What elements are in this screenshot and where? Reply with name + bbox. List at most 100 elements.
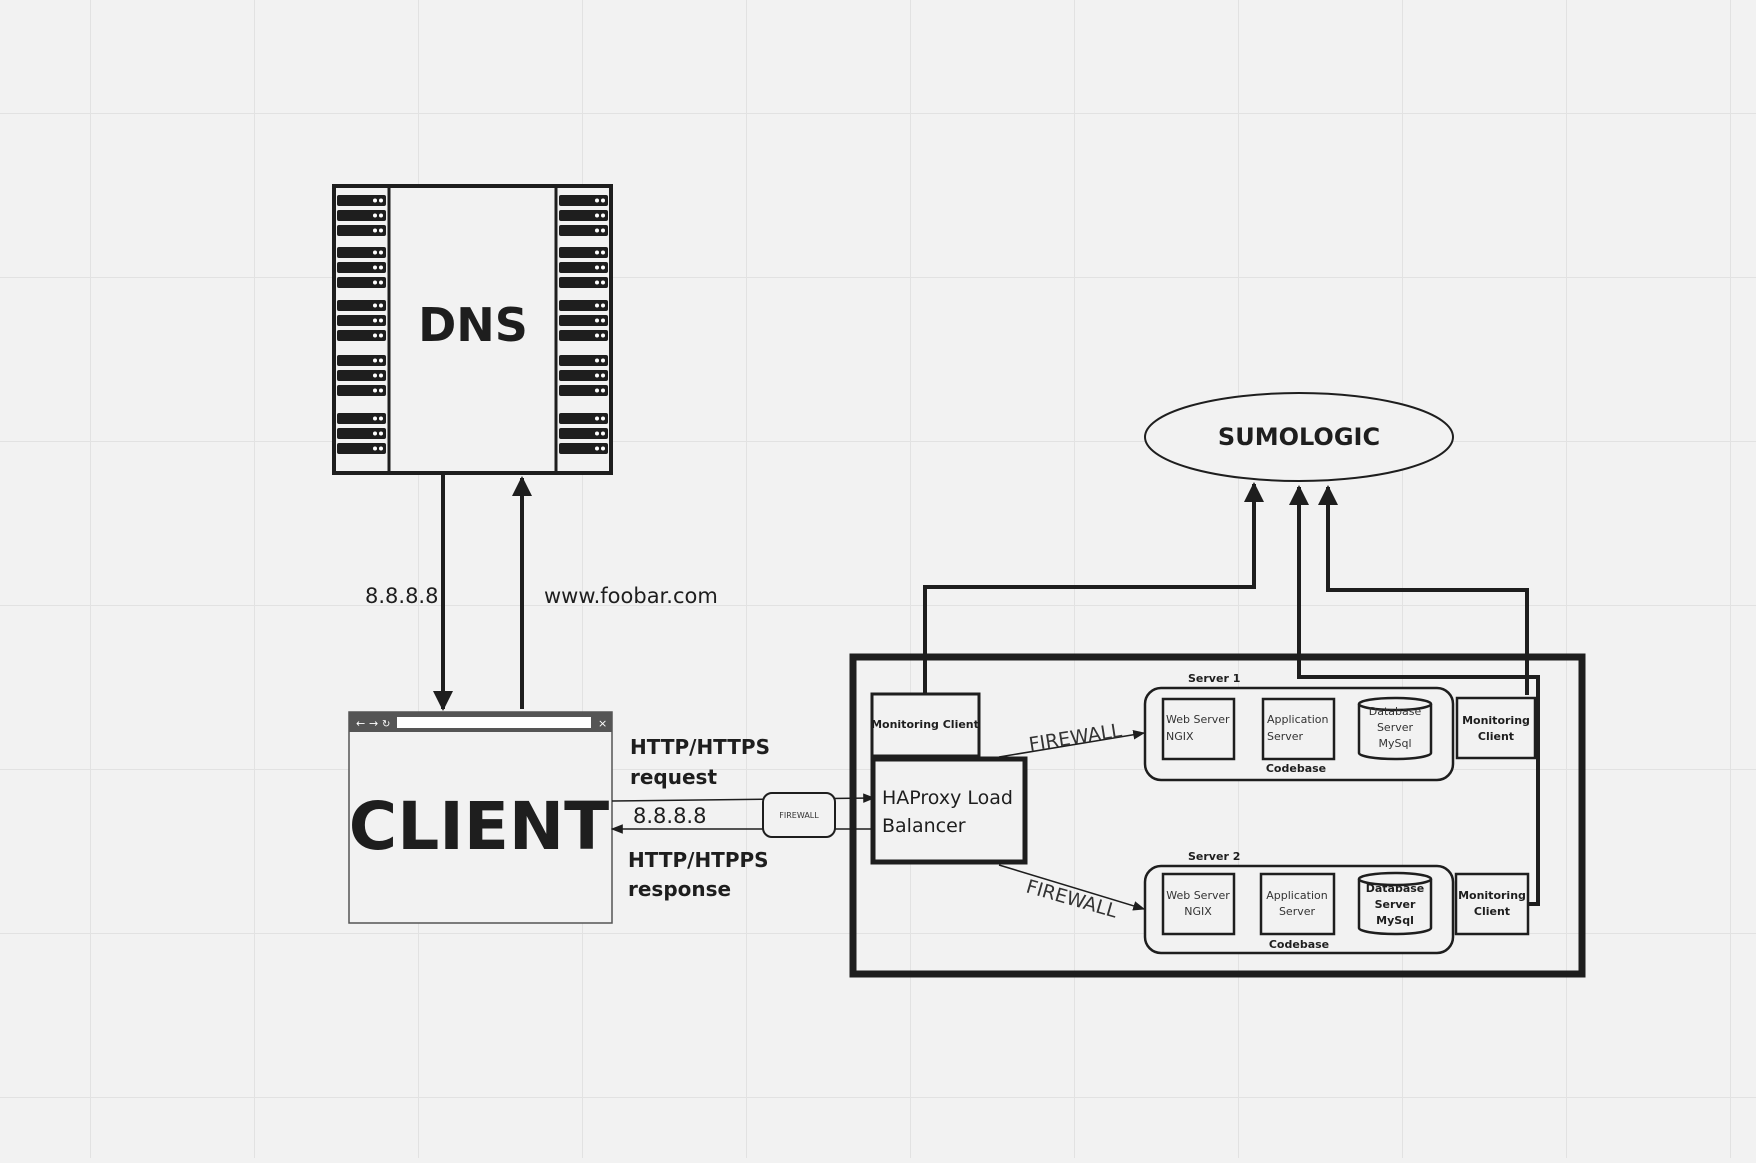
server2-application-server[interactable]: Application Server xyxy=(1259,872,1336,936)
rack-unit xyxy=(337,370,386,381)
rack-unit xyxy=(337,355,386,366)
lb-to-server2-arrow xyxy=(998,864,1146,911)
rack-led-icon xyxy=(595,198,599,203)
server2-database[interactable]: Database Server MySql xyxy=(1357,871,1433,936)
server1-app-line2: Server xyxy=(1267,730,1304,743)
rack-led-icon xyxy=(373,198,377,203)
rack-led-icon xyxy=(595,358,599,363)
rack-unit xyxy=(337,428,386,439)
rack-led-icon xyxy=(379,250,383,255)
rack-led-icon xyxy=(379,431,383,436)
rack-unit xyxy=(337,315,386,326)
rack-led-icon xyxy=(373,303,377,308)
server-1[interactable]: Server 1 Web Server NGIX Application Ser… xyxy=(1143,672,1455,782)
server2-title: Server 2 xyxy=(1188,850,1240,863)
server1-monitoring-client[interactable]: Monitoring Client xyxy=(1455,696,1537,760)
lb-to-server1-arrow xyxy=(998,730,1146,758)
firewall-bottom-label: FIREWALL xyxy=(1024,876,1120,923)
back-arrow-icon: ← xyxy=(356,717,365,730)
server1-application-server[interactable]: Application Server xyxy=(1261,697,1336,761)
client-label: CLIENT xyxy=(349,788,609,865)
rack-led-icon xyxy=(379,265,383,270)
server1-database[interactable]: Database Server MySql xyxy=(1357,696,1433,761)
server1-web-line1: Web Server xyxy=(1166,713,1230,726)
rack-unit xyxy=(559,385,608,396)
close-icon[interactable]: × xyxy=(598,717,607,730)
rack-led-icon xyxy=(373,213,377,218)
sumologic-label: SUMOLOGIC xyxy=(1218,423,1380,451)
rack-led-icon xyxy=(379,333,383,338)
rack-led-icon xyxy=(601,213,605,218)
rack-led-icon xyxy=(373,446,377,451)
rack-unit xyxy=(559,413,608,424)
rack-unit xyxy=(559,247,608,258)
rack-unit xyxy=(337,247,386,258)
rack-led-icon xyxy=(601,333,605,338)
rack-led-icon xyxy=(595,431,599,436)
rack-unit xyxy=(559,195,608,206)
server2-web-server[interactable]: Web Server NGIX xyxy=(1161,872,1236,936)
rack-unit xyxy=(559,443,608,454)
lb-monitoring-label: Monitoring Client xyxy=(871,718,979,731)
server1-codebase: Codebase xyxy=(1266,762,1326,775)
rack-unit xyxy=(337,277,386,288)
rack-led-icon xyxy=(601,373,605,378)
haproxy-label-line2: Balancer xyxy=(882,815,966,837)
server1-web-server[interactable]: Web Server NGIX xyxy=(1161,697,1236,761)
rack-led-icon xyxy=(601,416,605,421)
rack-led-icon xyxy=(595,373,599,378)
firewall-top-label: FIREWALL xyxy=(1027,719,1123,755)
dns-label: DNS xyxy=(418,298,528,352)
client-firewall[interactable]: FIREWALL xyxy=(762,792,836,838)
haproxy-load-balancer[interactable]: HAProxy Load Balancer xyxy=(870,756,1028,865)
rack-led-icon xyxy=(379,373,383,378)
rack-led-icon xyxy=(601,228,605,233)
sumologic-node[interactable]: SUMOLOGIC xyxy=(1144,392,1454,482)
rack-led-icon xyxy=(595,416,599,421)
rack-led-icon xyxy=(595,280,599,285)
rack-led-icon xyxy=(595,446,599,451)
server1-title: Server 1 xyxy=(1188,672,1240,685)
rack-led-icon xyxy=(601,250,605,255)
rack-unit xyxy=(337,413,386,424)
server-rack-units-left xyxy=(337,195,386,454)
rack-unit xyxy=(337,443,386,454)
rack-led-icon xyxy=(601,388,605,393)
rack-led-icon xyxy=(595,228,599,233)
response-label-line2: response xyxy=(628,877,731,901)
server-rack-units-right xyxy=(559,195,608,454)
client-browser-window[interactable]: ← → ↻ × CLIENT xyxy=(348,711,613,924)
rack-unit xyxy=(337,330,386,341)
rack-led-icon xyxy=(595,388,599,393)
dns-server-rack[interactable]: DNS xyxy=(332,184,613,475)
rack-led-icon xyxy=(601,431,605,436)
server2-db-line1: Database xyxy=(1366,882,1425,895)
server-2[interactable]: Server 2 Web Server NGIX Application Ser… xyxy=(1143,850,1455,955)
client-firewall-label: FIREWALL xyxy=(779,811,819,820)
rack-unit xyxy=(337,210,386,221)
server2-monitoring-client[interactable]: Monitoring Client xyxy=(1454,872,1530,936)
rack-unit xyxy=(559,315,608,326)
address-bar[interactable] xyxy=(397,717,591,728)
rack-led-icon xyxy=(601,198,605,203)
rack-led-icon xyxy=(373,280,377,285)
response-label-line1: HTTP/HTPPS xyxy=(628,848,769,872)
rack-led-icon xyxy=(373,250,377,255)
server1-monitoring-line1: Monitoring xyxy=(1462,714,1530,727)
server1-db-line1: Database xyxy=(1369,705,1422,718)
rack-led-icon xyxy=(373,228,377,233)
server1-db-line2: Server xyxy=(1377,721,1414,734)
rack-unit xyxy=(559,300,608,311)
rack-unit xyxy=(559,210,608,221)
server2-web-line2: NGIX xyxy=(1184,905,1212,918)
rack-led-icon xyxy=(373,333,377,338)
server2-monitoring-line1: Monitoring xyxy=(1458,889,1526,902)
lb-monitoring-client[interactable]: Monitoring Client xyxy=(870,692,981,758)
server2-app-line2: Server xyxy=(1279,905,1316,918)
rack-led-icon xyxy=(595,333,599,338)
rack-led-icon xyxy=(373,318,377,323)
rack-unit xyxy=(559,330,608,341)
rack-unit xyxy=(337,385,386,396)
